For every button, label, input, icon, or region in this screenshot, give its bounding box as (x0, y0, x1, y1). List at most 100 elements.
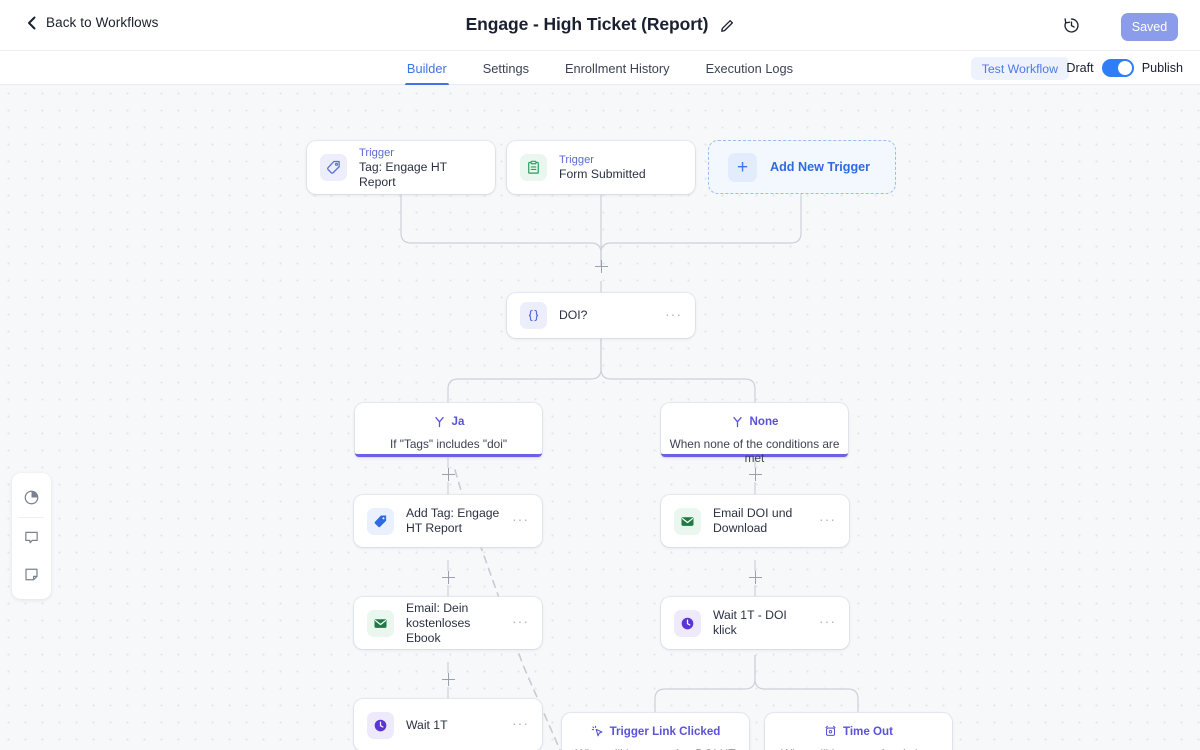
action-node-add-tag-menu-button[interactable]: ··· (512, 511, 529, 527)
branch-time-out-head: Time Out (765, 723, 952, 740)
branch-card-ja[interactable]: Ja If "Tags" includes "doi" (355, 403, 542, 457)
tab-execution-logs[interactable]: Execution Logs (705, 60, 794, 76)
comments-panel-button[interactable] (12, 519, 51, 556)
action-title: Wait 1T (406, 717, 448, 732)
top-bar: Back to Workflows Engage - High Ticket (… (0, 0, 1200, 51)
condition-node-menu-button[interactable]: ··· (665, 305, 682, 322)
action-node-add-tag[interactable]: Add Tag: Engage HT Report ··· (354, 495, 542, 547)
plus-icon: + (728, 152, 757, 182)
draft-label: Draft (1066, 61, 1094, 75)
branch-ja-sub: If "Tags" includes "doi" (389, 437, 508, 451)
action-title: Add Tag: Engage HT Report (406, 506, 500, 535)
add-step-plus-junction-main[interactable] (594, 260, 608, 273)
envelope-icon (367, 609, 394, 637)
trigger-title: Form Submitted (559, 167, 646, 181)
action-node-wait-doi-klick-text: Wait 1T - DOI klick (713, 608, 807, 638)
branch-none-sub: When none of the conditions are met (669, 437, 840, 465)
trigger-title: Tag: Engage HT Report (359, 159, 447, 189)
clock-icon (674, 609, 701, 637)
action-node-email-doi-inner: Email DOI und Download ··· (661, 495, 849, 547)
notes-panel-button[interactable] (12, 556, 51, 593)
clock-icon (367, 711, 394, 739)
action-node-email-doi[interactable]: Email DOI und Download ··· (661, 495, 849, 547)
action-node-email-ebook-text: Email: Dein kostenloses Ebook (406, 601, 500, 646)
action-node-add-tag-text: Add Tag: Engage HT Report (406, 506, 500, 536)
trigger-node-form-text: Trigger Form Submitted (559, 153, 682, 182)
action-node-email-ebook-inner: Email: Dein kostenloses Ebook ··· (354, 597, 542, 649)
pencil-icon[interactable] (720, 19, 734, 33)
saved-button[interactable]: Saved (1121, 13, 1178, 41)
back-to-workflows-button[interactable]: Back to Workflows (26, 15, 158, 30)
comment-bubble-icon (25, 531, 38, 544)
trigger-node-form[interactable]: Trigger Form Submitted (507, 141, 695, 194)
trigger-kicker: Trigger (559, 154, 595, 166)
pie-chart-stats-icon (24, 490, 39, 505)
test-workflow-button[interactable]: Test Workflow (970, 57, 1069, 80)
condition-node-doi[interactable]: DOI? ··· (507, 293, 695, 338)
canvas-side-toolbar (12, 473, 51, 599)
publish-label: Publish (1141, 61, 1183, 75)
action-node-wait-1t[interactable]: Wait 1T ··· (354, 699, 542, 750)
trigger-node-tag[interactable]: Trigger Tag: Engage HT Report (307, 141, 495, 194)
action-node-email-doi-text: Email DOI und Download (713, 506, 807, 536)
back-to-workflows-label: Back to Workflows (46, 15, 159, 30)
branch-card-time-out[interactable]: Time Out What will happen after 1 days (765, 713, 952, 750)
sticky-note-icon (25, 568, 38, 581)
tag-icon (320, 154, 347, 181)
tab-settings[interactable]: Settings (482, 60, 530, 76)
condition-title: DOI? (559, 308, 588, 322)
toolbar-divider (19, 517, 44, 518)
add-new-trigger-label: Add New Trigger (770, 160, 871, 174)
action-node-email-ebook-menu-button[interactable]: ··· (512, 613, 529, 629)
chevron-left-icon (28, 16, 36, 29)
trigger-node-tag-text: Trigger Tag: Engage HT Report (359, 146, 482, 190)
branch-fork-icon (434, 416, 444, 428)
clock-history-icon[interactable] (1062, 16, 1081, 35)
add-step-plus-ja-3[interactable] (441, 673, 455, 686)
tab-builder[interactable]: Builder (404, 51, 449, 85)
action-node-wait-1t-menu-button[interactable]: ··· (512, 715, 529, 731)
branch-none-head: None (661, 413, 848, 430)
branch-card-none[interactable]: None When none of the conditions are met (661, 403, 848, 465)
add-new-trigger-button[interactable]: + Add New Trigger (708, 140, 896, 194)
action-node-wait-doi-klick-inner: Wait 1T - DOI klick ··· (661, 597, 849, 649)
workflow-title-group: Engage - High Ticket (Report) (0, 14, 1200, 35)
action-node-email-doi-menu-button[interactable]: ··· (819, 511, 836, 527)
action-node-wait-1t-text: Wait 1T (406, 718, 500, 733)
workflow-canvas[interactable]: Trigger Tag: Engage HT Report Trigger Fo… (0, 85, 1200, 750)
branch-none-name: None (749, 415, 779, 428)
branch-ja-head: Ja (355, 413, 542, 430)
action-node-add-tag-inner: Add Tag: Engage HT Report ··· (354, 495, 542, 547)
branch-trigger-link-head: Trigger Link Clicked (562, 723, 749, 740)
branch-trigger-link-sub: What will happen after DOI HT Rep... (562, 747, 749, 750)
condition-node-inner: DOI? ··· (507, 293, 695, 338)
action-node-email-ebook[interactable]: Email: Dein kostenloses Ebook ··· (354, 597, 542, 649)
branch-trigger-link-name: Trigger Link Clicked (609, 725, 721, 738)
add-step-plus-ja-2[interactable] (441, 571, 455, 584)
tag-icon (367, 507, 394, 535)
action-node-wait-doi-klick-menu-button[interactable]: ··· (819, 613, 836, 629)
stats-panel-button[interactable] (12, 479, 51, 516)
condition-node-text: DOI? (559, 308, 653, 323)
braces-icon (520, 302, 547, 329)
branch-card-trigger-link-clicked[interactable]: Trigger Link Clicked What will happen af… (562, 713, 749, 750)
add-step-plus-none-2[interactable] (748, 571, 762, 584)
action-title: Email DOI und Download (713, 506, 793, 535)
tab-enrollment-history[interactable]: Enrollment History (565, 60, 670, 76)
tab-bar: Builder Settings Enrollment History Exec… (0, 51, 1200, 85)
trigger-node-tag-inner: Trigger Tag: Engage HT Report (307, 141, 495, 194)
branch-ja-name: Ja (451, 415, 465, 428)
add-step-plus-none-1[interactable] (748, 468, 762, 481)
tab-list: Builder Settings Enrollment History Exec… (0, 51, 1200, 85)
publish-toggle[interactable] (1101, 59, 1134, 77)
action-title: Email: Dein kostenloses Ebook (406, 600, 471, 645)
add-step-plus-ja-1[interactable] (441, 468, 455, 481)
page-title: Engage - High Ticket (Report) (465, 14, 709, 34)
toggle-knob (1117, 61, 1132, 75)
action-node-wait-doi-klick[interactable]: Wait 1T - DOI klick ··· (661, 597, 849, 649)
draft-publish-toggle-group: Draft Publish (1066, 59, 1183, 77)
action-node-wait-1t-inner: Wait 1T ··· (354, 699, 542, 750)
action-title: Wait 1T - DOI klick (713, 608, 787, 637)
alarm-clock-icon (825, 725, 836, 736)
trigger-kicker: Trigger (359, 146, 395, 159)
